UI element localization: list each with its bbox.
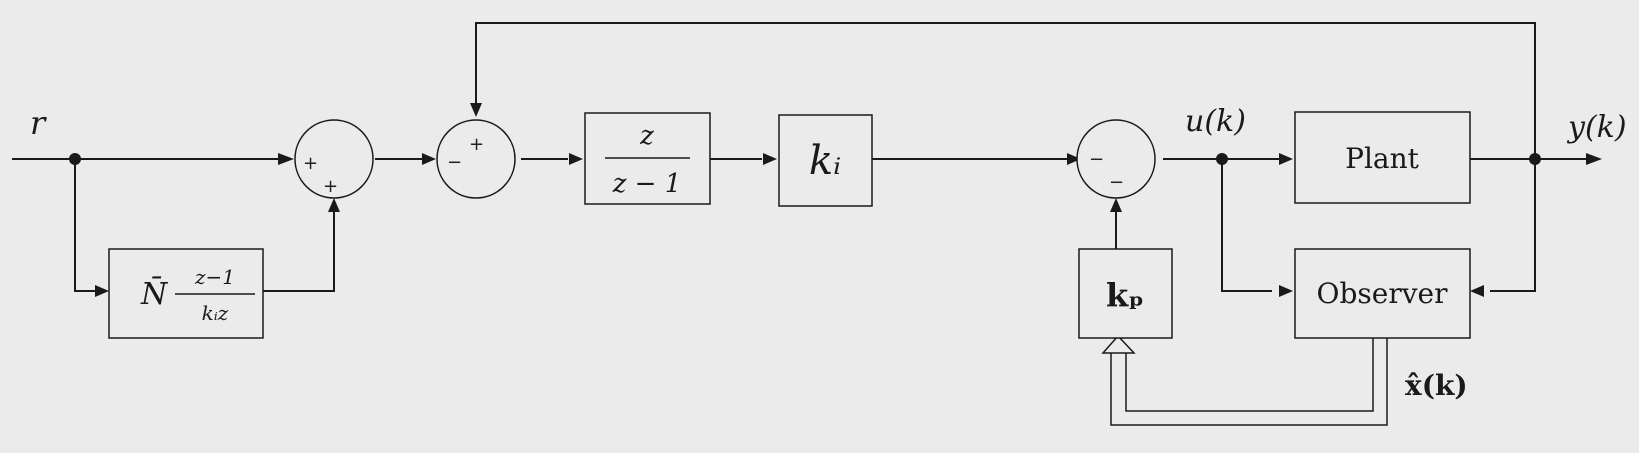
arrow-output (1586, 153, 1602, 165)
arrow-into-observer-left (1279, 285, 1293, 297)
plant-label: Plant (1345, 142, 1420, 175)
feedforward-numerator: z−1 (194, 265, 235, 289)
sum3-sign-left: − (1089, 149, 1104, 170)
arrow-into-sum3-bottom (1110, 198, 1122, 212)
arrow-into-sum1-bottom (328, 198, 340, 212)
reference-signal-label: r (30, 104, 47, 142)
arrow-into-integrator (569, 153, 583, 165)
arrow-into-ki (763, 153, 777, 165)
state-estimate-label: x̂(k) (1405, 369, 1468, 402)
output-signal-label: y(k) (1566, 110, 1627, 145)
feedforward-denominator: kᵢz (202, 301, 229, 325)
observer-block: Observer (1294, 248, 1471, 339)
feedforward-gain: N̄ (140, 276, 169, 312)
control-signal-label: u(k) (1185, 104, 1246, 139)
branch-point-reference (69, 153, 81, 165)
arrow-into-feedforward (95, 285, 109, 297)
state-estimate-bus (1101, 334, 1388, 426)
sum1-sign-bottom-right: + (323, 176, 338, 197)
integrator-block: z z − 1 (584, 112, 711, 205)
sum2-sign-top: + (469, 134, 484, 155)
integrator-numerator: z (639, 121, 654, 151)
arrow-into-sum2 (422, 153, 436, 165)
arrow-into-sum2-top (470, 103, 482, 117)
sum2-sign-left: − (447, 152, 462, 173)
summing-junction-output-feedback: + − (436, 119, 516, 199)
branch-point-control (1216, 153, 1228, 165)
sum3-sign-bottom: − (1109, 172, 1124, 193)
state-gain-label: kₚ (1106, 276, 1144, 314)
observer-label: Observer (1317, 277, 1449, 310)
arrow-into-sum3 (1067, 153, 1081, 165)
arrow-into-sum1 (278, 153, 294, 165)
summing-junction-feedforward: + + (294, 119, 374, 199)
summing-junction-state-feedback: − − (1076, 119, 1156, 199)
branch-point-output (1529, 153, 1541, 165)
integral-gain-block: kᵢ (778, 114, 873, 207)
feedforward-block: N̄ z−1 kᵢz (108, 248, 264, 339)
integral-gain-label: kᵢ (809, 138, 841, 184)
sum1-sign-top-left: + (303, 153, 318, 174)
integrator-denominator: z − 1 (612, 169, 682, 199)
arrow-into-observer-right (1470, 285, 1484, 297)
state-gain-block: kₚ (1078, 248, 1173, 339)
arrow-into-plant (1279, 153, 1293, 165)
signal-wires (12, 22, 1588, 292)
arrowheads (95, 103, 1602, 297)
plant-block: Plant (1294, 111, 1471, 204)
